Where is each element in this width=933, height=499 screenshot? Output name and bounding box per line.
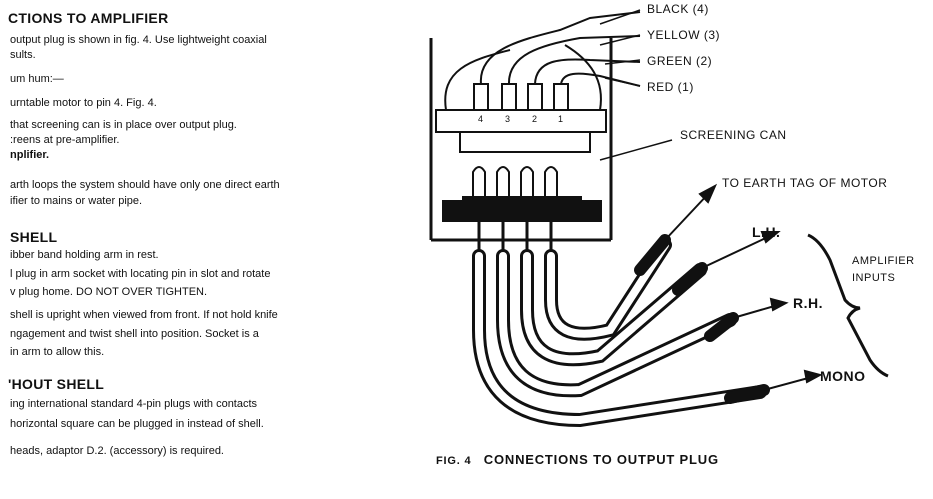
cables <box>472 234 770 428</box>
text-line: horizontal square can be plugged in inst… <box>10 418 264 430</box>
plug-top-block <box>435 109 607 133</box>
lower-pins <box>472 166 558 201</box>
section-heading-without-shell: 'HOUT SHELL <box>8 376 105 392</box>
figure-number: FIG. 4 <box>436 455 472 467</box>
plug-flange <box>442 200 602 222</box>
wire-label-yellow: YELLOW (3) <box>647 28 721 42</box>
amplifier-inputs-label-2: INPUTS <box>852 272 896 284</box>
pin-number: 4 <box>478 114 484 124</box>
plug-wires <box>444 11 641 111</box>
text-line: v plug home. DO NOT OVER TIGHTEN. <box>10 286 208 298</box>
text-line: in arm to allow this. <box>10 346 105 358</box>
figure-caption: FIG. 4 CONNECTIONS TO OUTPUT PLUG <box>436 452 719 467</box>
text-line: output plug is shown in fig. 4. Use ligh… <box>10 34 267 46</box>
text-line: that screening can is in place over outp… <box>10 119 237 131</box>
wire-label-red: RED (1) <box>647 80 694 94</box>
pin-number: 2 <box>532 114 538 124</box>
text-line: :reens at pre-amplifier. <box>10 134 120 146</box>
text-line: sults. <box>10 49 36 61</box>
wire-label-leaders <box>599 9 641 87</box>
plug-lower-block <box>459 131 591 153</box>
text-line: arth loops the system should have only o… <box>10 179 280 191</box>
text-line: ngagement and twist shell into position.… <box>10 328 259 340</box>
section-heading-shell: SHELL <box>10 229 58 245</box>
top-pins <box>473 83 569 111</box>
text-line: heads, adaptor D.2. (accessory) is requi… <box>10 445 224 457</box>
text-line: ibber band holding arm in rest. <box>10 249 159 261</box>
screening-can-outline <box>429 38 613 242</box>
amplifier-brace <box>807 233 889 378</box>
section-heading-connections: CTIONS TO AMPLIFIER <box>8 10 169 26</box>
text-line: l plug in arm socket with locating pin i… <box>10 268 271 280</box>
pin-number: 3 <box>505 114 511 124</box>
lh-label: L.H. <box>752 224 781 240</box>
text-line: urntable motor to pin 4. Fig. 4. <box>10 97 157 109</box>
amplifier-inputs-label: AMPLIFIER <box>852 255 915 267</box>
rh-label: R.H. <box>793 295 823 311</box>
connection-arrows <box>664 183 823 391</box>
plug-base <box>462 196 582 204</box>
screening-can-leader <box>599 139 673 161</box>
instructions-column: CTIONS TO AMPLIFIER output plug is shown… <box>0 0 400 499</box>
pin-number: 1 <box>558 114 564 124</box>
screening-can-label: SCREENING CAN <box>680 128 787 142</box>
text-line: um hum:— <box>10 73 64 85</box>
text-line: ing international standard 4-pin plugs w… <box>10 398 258 410</box>
wire-label-black: BLACK (4) <box>647 2 709 16</box>
earth-tag-label: TO EARTH TAG OF MOTOR <box>722 176 888 190</box>
wire-label-green: GREEN (2) <box>647 54 713 68</box>
text-line: ifier to mains or water pipe. <box>10 195 143 207</box>
text-line: nplifier. <box>10 149 50 161</box>
figure-title: CONNECTIONS TO OUTPUT PLUG <box>483 452 719 467</box>
text-line: shell is upright when viewed from front.… <box>10 309 278 321</box>
mono-label: MONO <box>820 368 866 384</box>
